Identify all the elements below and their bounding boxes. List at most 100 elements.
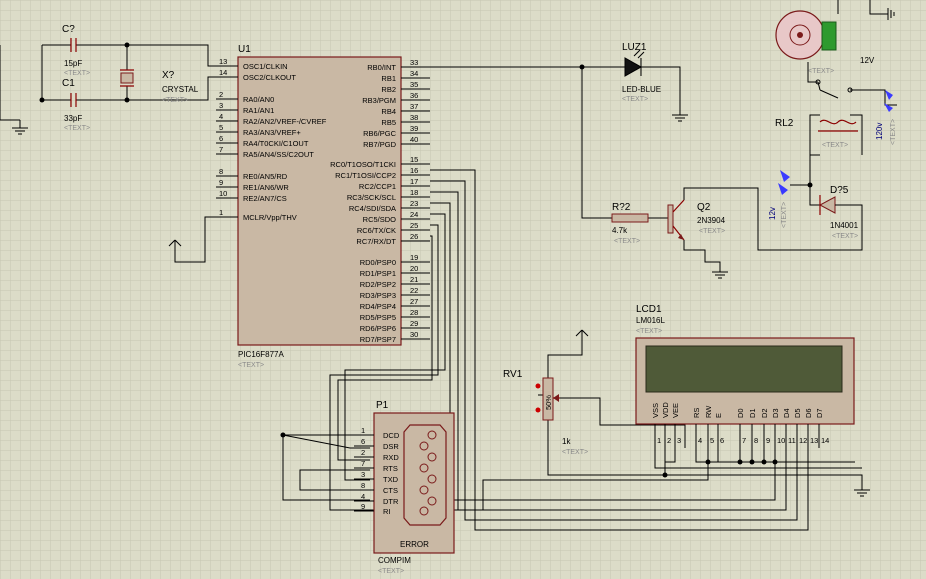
compim-pin-name: CTS [383, 486, 398, 495]
mcu-pin-number: 22 [410, 286, 418, 295]
lcd-pin-name: E [714, 413, 723, 418]
mcu-pin-number: 23 [410, 199, 418, 208]
led-luz1[interactable]: LUZ1 LED-BLUE <TEXT> [622, 42, 661, 103]
mcu-pin-name: RB1 [381, 74, 396, 83]
pot-value: 1k [562, 437, 571, 446]
mcu-pin-name: RB5 [381, 118, 396, 127]
potentiometer-rv1[interactable]: RV1 50% 1k <TEXT> [503, 369, 588, 456]
c1-text: <TEXT> [64, 125, 90, 132]
capacitor-c1[interactable]: C1 33pF <TEXT> [62, 78, 90, 132]
compim-p1[interactable]: P1 ERROR COMPIM <TEXT> 1DCD6DSR2RXD7RTS3… [354, 400, 455, 575]
mcu-pin-name: RC0/T1OSO/T1CKI [330, 160, 396, 169]
lcd-pin-number: 5 [710, 436, 714, 445]
supply-120v: 120v <TEXT> [875, 90, 897, 145]
mcu-pin-number: 9 [219, 178, 223, 187]
lcd-pin-name: VDD [661, 402, 670, 418]
compim-pin-number: 9 [361, 502, 365, 511]
mcu-pin-name: RC1/T1OSI/CCP2 [335, 171, 396, 180]
compim-ref: P1 [376, 400, 389, 411]
compim-pin-name: TXD [383, 475, 399, 484]
supply-120v-text: <TEXT> [890, 119, 897, 145]
motor-text: <TEXT> [808, 68, 834, 75]
lcd-pins: 1VSS2VDD3VEE4RS5RW6E7D08D19D210D311D412D… [651, 402, 829, 448]
diode-d5[interactable]: D?5 1N4001 <TEXT> [818, 185, 859, 240]
relay-ref: RL2 [775, 118, 794, 129]
mcu-pin-number: 3 [219, 101, 223, 110]
lcd-pin-number: 14 [821, 436, 829, 445]
mcu-pin-name: RA1/AN1 [243, 106, 274, 115]
mcu-pin-name: RA2/AN2/VREF-/CVREF [243, 117, 327, 126]
db9-pin-icon [419, 485, 429, 495]
ground-icon [12, 127, 28, 135]
mcu-pin-name: RD2/PSP2 [360, 280, 396, 289]
lcd-pin-number: 11 [788, 436, 796, 445]
ground-icon [672, 114, 688, 122]
mcu-pin-number: 5 [219, 123, 223, 132]
mcu-pin-number: 2 [219, 90, 223, 99]
mcu-pin-name: RD0/PSP0 [360, 258, 396, 267]
crystal-value: CRYSTAL [162, 85, 199, 94]
mcu-pin-name: RA4/T0CKI/C1OUT [243, 139, 309, 148]
led-ref: LUZ1 [622, 42, 647, 53]
mcu-pin-name: MCLR/Vpp/THV [243, 213, 297, 222]
mcu-pin-number: 37 [410, 102, 418, 111]
compim-pin-name: RTS [383, 464, 398, 473]
mcu-pin-number: 26 [410, 232, 418, 241]
mcu-pin-name: RD7/PSP7 [360, 335, 396, 344]
lcd-pin-number: 8 [754, 436, 758, 445]
mcu-pin-name: RB2 [381, 85, 396, 94]
lcd-pin-number: 3 [677, 436, 681, 445]
db9-pin-icon [419, 463, 429, 473]
mcu-pin-name: RD1/PSP1 [360, 269, 396, 278]
mcu-pin-name: RB7/PGD [363, 140, 397, 149]
db9-pin-icon [427, 496, 437, 506]
ground-icon [887, 8, 895, 20]
compim-pin-name: RXD [383, 453, 399, 462]
mcu-pin-number: 40 [410, 135, 418, 144]
relay-rl2[interactable]: RL2 12V <TEXT> [775, 56, 875, 149]
lcd-pin-number: 1 [657, 436, 661, 445]
mcu-pin-number: 35 [410, 80, 418, 89]
mcu-pin-name: RE2/AN7/CS [243, 194, 287, 203]
db9-pin-icon [419, 441, 429, 451]
resistor-text: <TEXT> [614, 238, 640, 245]
db9-pin-icon [419, 506, 429, 516]
mcu-pin-name: RC7/RX/DT [356, 237, 396, 246]
mcu-pin-number: 24 [410, 210, 418, 219]
lcd-ref: LCD1 [636, 304, 662, 315]
mcu-pin-number: 7 [219, 145, 223, 154]
mcu-ref: U1 [238, 44, 251, 55]
transistor-q2[interactable]: Q2 2N3904 <TEXT> [667, 199, 726, 241]
power-terminal-icon [168, 239, 182, 247]
diode-text: <TEXT> [832, 233, 858, 240]
pot-text: <TEXT> [562, 449, 588, 456]
mcu-pin-name: RD6/PSP6 [360, 324, 396, 333]
mcu-pin-number: 19 [410, 253, 418, 262]
mcu-pin-number: 4 [219, 112, 223, 121]
motor-fan-icon[interactable]: <TEXT> [775, 10, 837, 75]
mcu-pin-name: RA5/AN4/SS/C2OUT [243, 150, 314, 159]
supply-12v-label: 12v [768, 207, 777, 220]
mcu-pin-number: 34 [410, 69, 418, 78]
compim-pin-number: 8 [361, 481, 365, 490]
mcu-pin-number: 30 [410, 330, 418, 339]
lcd-pin-name: RS [692, 408, 701, 418]
mcu-pin-number: 21 [410, 275, 418, 284]
compim-pin-name: DSR [383, 442, 399, 451]
supply-120v-label: 120v [875, 123, 884, 140]
ground-icon [854, 489, 870, 497]
lcd-lcd1[interactable]: LCD1 LM016L <TEXT> 1VSS2VDD3VEE4RS5RW6E7… [635, 304, 855, 448]
relay-text: <TEXT> [822, 142, 848, 149]
relay-voltage: 12V [860, 56, 875, 65]
lcd-pin-name: D2 [760, 408, 769, 418]
crystal-x1[interactable]: X? CRYSTAL <TEXT> [120, 69, 199, 104]
mcu-pin-name: RB3/PGM [362, 96, 396, 105]
mcu-pin-name: RC5/SDO [363, 215, 397, 224]
resistor-r2[interactable]: R?2 4.7k <TEXT> [611, 202, 649, 245]
capacitor-c2[interactable]: C? 15pF <TEXT> [62, 24, 90, 77]
mcu-u1[interactable]: U1 PIC16F877A <TEXT> 13OSC1/CLKIN14OSC2/… [216, 44, 430, 369]
resistor-ref: R?2 [612, 202, 631, 213]
compim-part: COMPIM [378, 556, 411, 565]
